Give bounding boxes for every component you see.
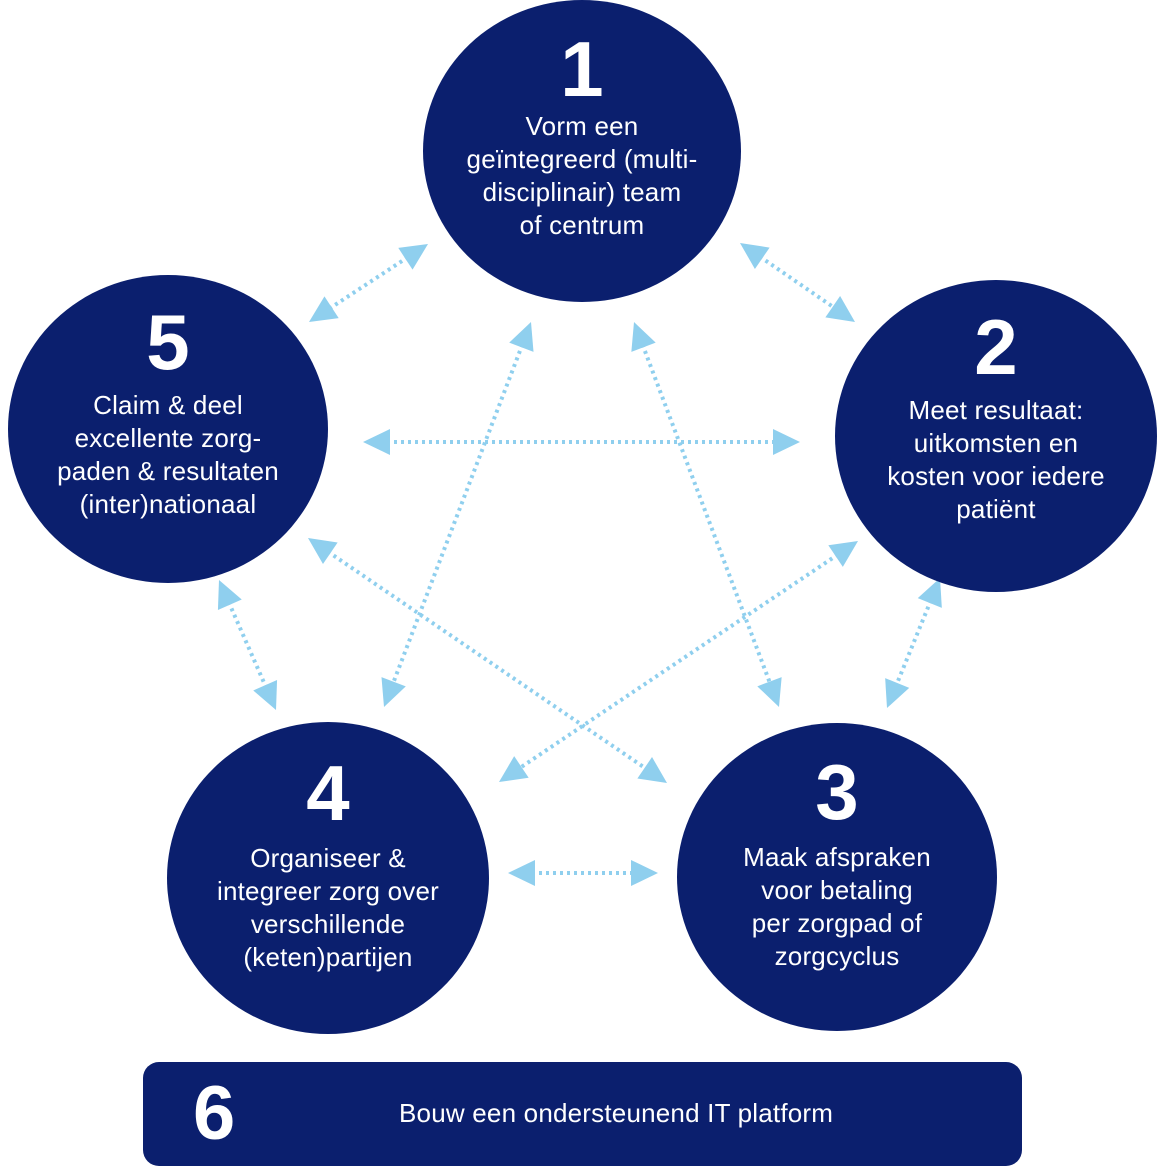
connector-2-5 [363, 429, 800, 455]
arrowhead-icon [508, 860, 535, 886]
arrowhead-icon [509, 322, 534, 352]
arrowhead-icon [757, 677, 782, 707]
arrowhead-icon [217, 580, 242, 610]
arrowhead-icon [825, 295, 855, 322]
step-2-text: Meet resultaat: uitkomsten en kosten voo… [887, 395, 1105, 524]
step-4-number: 4 [306, 749, 350, 837]
arrowhead-icon [381, 677, 406, 707]
step-1-circle: 1 Vorm een geïntegreerd (multi- discipli… [423, 0, 741, 302]
step-1-number: 1 [560, 25, 604, 113]
step-1-text: Vorm een geïntegreerd (multi- disciplina… [466, 111, 698, 240]
connector-line [640, 343, 773, 686]
connector-line [390, 343, 525, 686]
arrowhead-icon [499, 756, 529, 782]
step-3-text: Maak afspraken voor betaling per zorgpad… [743, 842, 931, 971]
arrowhead-icon [309, 296, 339, 322]
arrowhead-icon [363, 429, 390, 455]
connector-line [226, 601, 269, 689]
connector-1-3 [631, 322, 782, 707]
arrowhead-icon [828, 541, 858, 567]
step-6-banner: 6 Bouw een ondersteunend IT platform [143, 1062, 1022, 1166]
connector-line [517, 552, 840, 771]
connector-line [327, 255, 410, 311]
connector-1-4 [381, 322, 534, 707]
connector-1-2 [740, 243, 855, 322]
step-6-number: 6 [193, 1071, 236, 1156]
step-4-text: Organiseer & integreer zorg over verschi… [216, 843, 440, 972]
arrowhead-icon [773, 429, 800, 455]
arrowhead-icon [253, 680, 278, 710]
arrowhead-icon [308, 538, 338, 564]
connector-1-5 [309, 244, 428, 322]
step-5-text: Claim & deel excellente zorg- paden & re… [57, 390, 279, 519]
step-5-number: 5 [146, 298, 190, 386]
connector-2-3 [885, 578, 942, 708]
connector-line [326, 549, 649, 772]
connector-3-4 [508, 860, 658, 886]
connector-4-5 [217, 580, 278, 710]
step-2-number: 2 [974, 303, 1018, 391]
arrowhead-icon [631, 322, 656, 352]
step-6-text: Bouw een ondersteunend IT platform [399, 1098, 834, 1128]
arrowhead-icon [885, 678, 910, 708]
arrowhead-icon [637, 757, 667, 783]
arrowhead-icon [917, 578, 942, 608]
step-3-number: 3 [815, 748, 859, 836]
connector-2-4 [499, 541, 858, 782]
step-5-circle: 5 Claim & deel excellente zorg- paden & … [8, 275, 328, 583]
connector-line [894, 599, 933, 687]
arrowhead-icon [631, 860, 658, 886]
arrowhead-icon [740, 243, 770, 270]
step-2-circle: 2 Meet resultaat: uitkomsten en kosten v… [835, 280, 1157, 592]
step-3-circle: 3 Maak afspraken voor betaling per zorgp… [677, 723, 997, 1031]
connector-3-5 [308, 538, 667, 783]
connector-line [758, 254, 837, 311]
arrowhead-icon [398, 244, 428, 270]
step-4-circle: 4 Organiseer & integreer zorg over versc… [167, 722, 489, 1034]
